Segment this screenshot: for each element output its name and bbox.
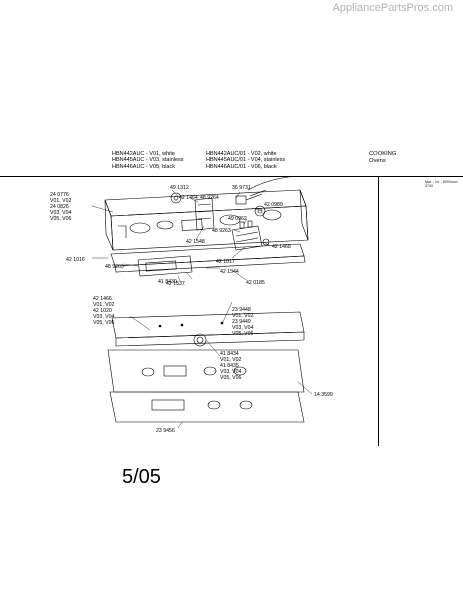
label-42-1537: 42 1537 xyxy=(166,281,185,287)
label-49-0962: 49 0962 xyxy=(228,216,247,222)
display-module xyxy=(137,255,193,277)
model-line: HBN446AUC/01 - V06, black xyxy=(206,163,277,170)
header-divider xyxy=(0,176,463,177)
model-list-right: HBN442AUC/01 - V02, white HBN445AUC/01 -… xyxy=(206,151,285,170)
power-cord xyxy=(247,176,305,191)
label-41-8430: 41 8430 xyxy=(158,279,177,285)
label-48-9263-right: 48 9263 xyxy=(212,228,231,234)
control-panel-frame xyxy=(104,189,309,251)
label-49-1312: 49 1312 xyxy=(170,185,189,191)
material-line: Mat. - Nr. : 8000xxxx xyxy=(425,180,458,184)
category-label: COOKING Ovens xyxy=(369,151,396,164)
leader-lines xyxy=(91,189,313,429)
label-42-1464: 42 1464 xyxy=(179,195,198,201)
label-48-9263-left: 48 9263 xyxy=(105,264,124,270)
material-line: 3740 xyxy=(425,184,433,189)
model-line: HBN442AUC - V01, white xyxy=(112,151,175,157)
label-42-0185: 42 0185 xyxy=(246,280,265,286)
front-panel xyxy=(107,349,305,393)
material-note: Mat. - Nr. : 8000xxxx 3740 xyxy=(425,180,458,188)
model-list-left: HBN442AUC - V01, white HBN445AUC - V03, … xyxy=(112,151,184,170)
model-line: HBN446AUC - V05, black xyxy=(112,163,175,170)
watermark: AppliancePartsPros.com xyxy=(332,2,453,14)
control-panel-fascia xyxy=(111,311,305,347)
electronic-module xyxy=(194,197,263,251)
label-48-9264: 48 9264 xyxy=(200,195,219,201)
label-42-1017: 42 1017 xyxy=(216,259,235,265)
label-42-1468: 42 1468 xyxy=(272,244,291,250)
label-42-1016: 42 1016 xyxy=(66,257,85,263)
model-line: HBN445AUC/01 - V04, stainless xyxy=(206,157,286,164)
front-trim-strip xyxy=(110,243,306,273)
label-14-3599: 14 3599 xyxy=(314,392,333,398)
label-42-1544: 42 1544 xyxy=(220,269,239,275)
label-42-0989: 42 0989 xyxy=(264,202,283,208)
column-divider xyxy=(378,176,379,446)
glass-panel xyxy=(109,391,305,423)
model-line: HBN445AUC - V03, stainless xyxy=(112,157,184,164)
category-line: COOKING xyxy=(369,151,397,157)
category-line: Ovens xyxy=(369,157,386,164)
revision-date: 5/05 xyxy=(122,466,161,488)
model-line: HBN442AUC/01 - V02, white xyxy=(206,151,277,157)
label-36-9731: 36 9731 xyxy=(232,185,251,191)
label-23-9456: 23 9456 xyxy=(156,428,175,434)
label-42-1548: 42 1548 xyxy=(186,239,205,245)
